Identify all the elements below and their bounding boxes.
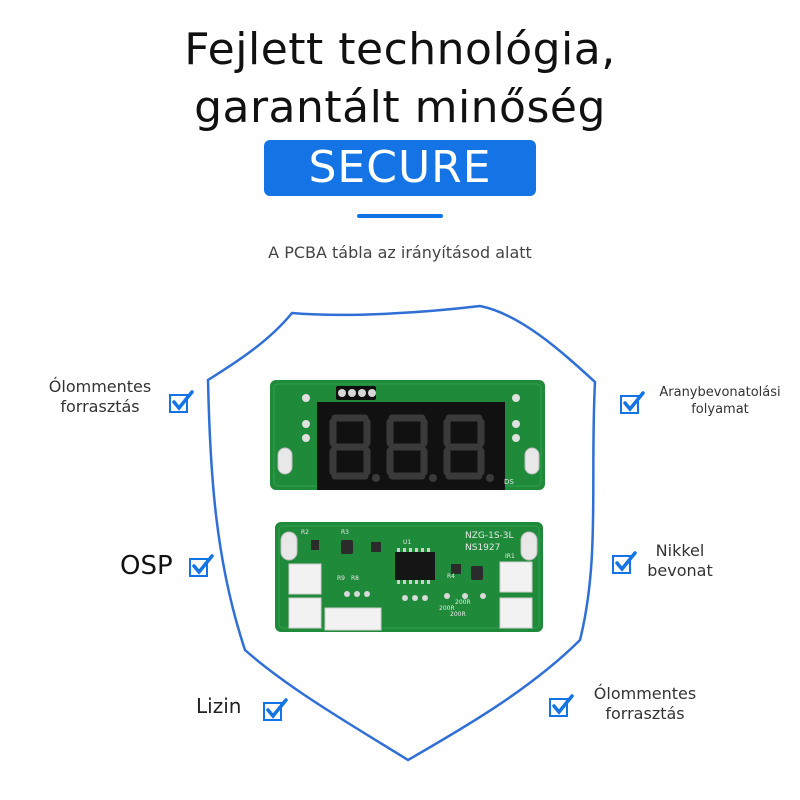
- pcb-model-label: NZG-1S-3L: [465, 531, 514, 541]
- pcb-silk-label: R8: [351, 575, 359, 582]
- pcb-silk-label: R3: [341, 529, 349, 536]
- pcb-control-board: NZG-1S-3L NS1927 R2 R3 U1 R4 IR1 R9 R8 2…: [275, 522, 543, 632]
- pcb-silk-label: U1: [403, 539, 411, 546]
- title-divider: [357, 214, 443, 218]
- feature-lead-free-right: Ólommentes forrasztás: [593, 684, 697, 723]
- subtitle: A PCBA tábla az irányításod alatt: [268, 243, 532, 262]
- feature-gold-plating: Aranybevonatolási folyamat: [659, 385, 781, 417]
- feature-nickel-plating: Nikkel bevonat: [647, 541, 713, 580]
- title-line-2: garantált minőség: [194, 82, 606, 133]
- checkbox-checked-icon: [169, 390, 194, 413]
- pcb-code-label: NS1927: [465, 543, 500, 553]
- pcb-silk-label: R4: [447, 573, 455, 580]
- feature-osp: OSP: [120, 551, 173, 581]
- title-line-1: Fejlett technológia,: [184, 24, 616, 75]
- pcb-silk-label: 200R: [455, 599, 471, 606]
- feature-lead-free-left: Ólommentes forrasztás: [48, 377, 152, 416]
- feature-lizin: Lizin: [196, 694, 242, 718]
- checkbox-checked-icon: [189, 554, 214, 577]
- pcb-silk-label: R9: [337, 575, 345, 582]
- secure-badge: SECURE: [264, 140, 536, 196]
- pcb-silk-label: 200R: [439, 605, 455, 612]
- checkbox-checked-icon: [549, 694, 574, 717]
- pcb-silk-label: 200R: [450, 611, 466, 618]
- pcb-silk-label: IR1: [505, 553, 515, 560]
- checkbox-checked-icon: [612, 551, 637, 574]
- pcb-ds-label: DS: [504, 478, 514, 486]
- checkbox-checked-icon: [263, 698, 288, 721]
- checkbox-checked-icon: [620, 391, 645, 414]
- pcb-display-board: DS: [270, 380, 545, 490]
- pcb-silk-label: R2: [301, 529, 309, 536]
